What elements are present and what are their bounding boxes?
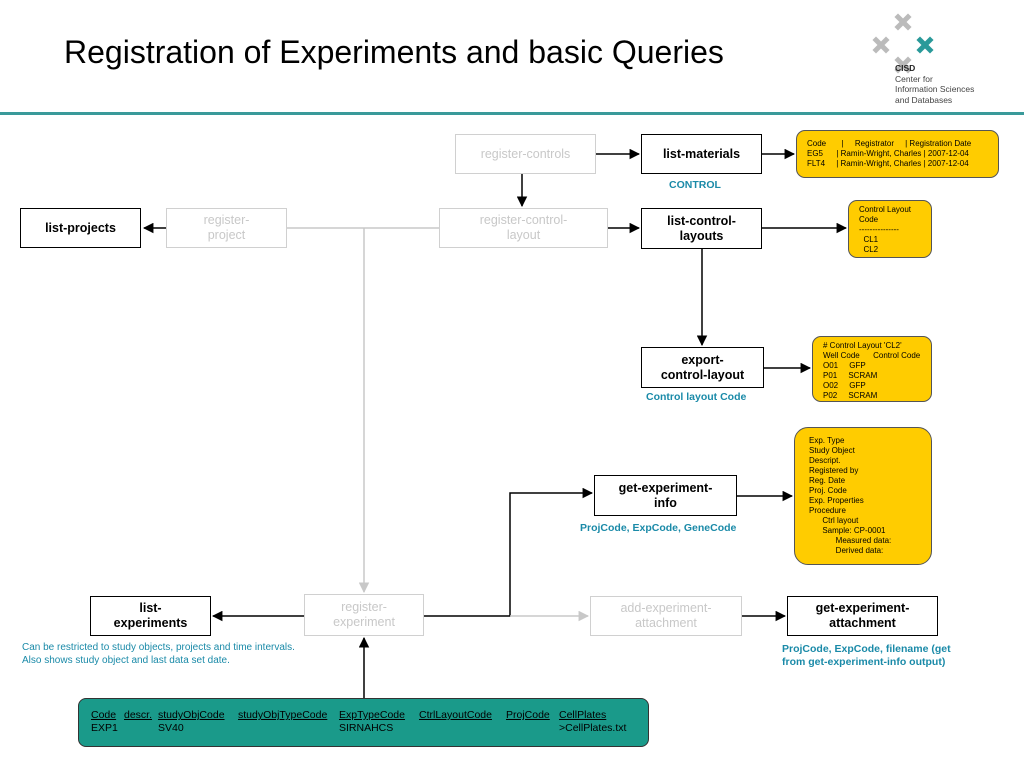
table-row: EXP1 SV40 SIRNAHCS >CellPlates.txt (91, 722, 636, 735)
node-label: add-experiment- attachment (620, 601, 712, 630)
list-experiments-note: Can be restricted to study objects, proj… (22, 642, 295, 666)
arrow-experiment-to-info (424, 487, 594, 617)
table-cell: SIRNAHCS (339, 722, 394, 734)
list-control-layouts-node: list-control- layouts (641, 208, 762, 249)
list-projects-node: list-projects (20, 208, 141, 248)
control-label: CONTROL (669, 179, 721, 191)
table-header-cell: studyObjTypeCode (238, 709, 328, 721)
node-label: register- experiment (333, 600, 395, 629)
get-experiment-info-node: get-experiment- info (594, 475, 737, 516)
logo-line: Center for (895, 73, 933, 84)
page-title: Registration of Experiments and basic Qu… (64, 34, 724, 70)
table-header-cell: Code (91, 709, 117, 721)
node-label: register-control- layout (479, 213, 568, 242)
add-experiment-attachment-node: add-experiment- attachment (590, 596, 742, 636)
control-layouts-output-note: Control Layout Code --------------- CL1 … (848, 200, 932, 258)
cisd-logo-icon (872, 13, 934, 74)
logo-line: Information Sciences (895, 84, 975, 94)
projcode-expcode-genecode-label: ProjCode, ExpCode, GeneCode (580, 522, 737, 534)
node-label: list- experiments (113, 601, 188, 630)
list-materials-node: list-materials (641, 134, 762, 174)
logo-line: and Databases (895, 94, 953, 105)
materials-output-note: Code | Registrator | Registration Date E… (796, 130, 999, 178)
register-experiment-node: register- experiment (304, 594, 424, 636)
table-header-cell: CtrlLayoutCode (419, 709, 492, 721)
table-header-cell: descr. (124, 709, 153, 721)
register-project-node: register- project (166, 208, 287, 248)
logo-text: CISD Center for Information Sciences and… (895, 63, 974, 105)
table-cell: SV40 (158, 722, 184, 734)
experiment-input-table: Code descr. studyObjCode studyObjTypeCod… (78, 698, 649, 747)
node-label: list-projects (45, 220, 116, 235)
control-layout-code-label: Control layout Code (646, 391, 747, 403)
title-divider (0, 112, 1024, 115)
attachment-params-label: ProjCode, ExpCode, filename (get from ge… (782, 643, 951, 668)
table-cell: EXP1 (91, 722, 118, 734)
node-label: register-controls (480, 146, 571, 161)
get-experiment-attachment-node: get-experiment- attachment (787, 596, 938, 636)
node-label: export- control-layout (660, 352, 745, 382)
export-layout-output-note: # Control Layout 'CL2' Well Code Control… (812, 336, 932, 402)
experiment-info-output-note: Exp. Type Study Object Descript. Registe… (794, 427, 932, 565)
node-label: list-control- layouts (667, 213, 736, 243)
node-label: register- project (203, 213, 250, 242)
table-cell: >CellPlates.txt (559, 722, 627, 734)
table-header-row: Code descr. studyObjCode studyObjTypeCod… (91, 709, 636, 722)
register-controls-node: register-controls (455, 134, 596, 174)
list-experiments-node: list- experiments (90, 596, 211, 636)
logo-acronym: CISD (895, 63, 916, 73)
table-header-cell: ExpTypeCode (339, 709, 405, 721)
node-label: list-materials (662, 146, 741, 161)
node-label: get-experiment- attachment (815, 601, 910, 630)
table-header-cell: studyObjCode (158, 709, 225, 721)
table-header-cell: ProjCode (506, 709, 550, 721)
register-control-layout-node: register-control- layout (439, 208, 608, 248)
export-control-layout-node: export- control-layout (641, 347, 764, 388)
node-label: get-experiment- info (618, 480, 713, 510)
table-header-cell: CellPlates (559, 709, 607, 721)
